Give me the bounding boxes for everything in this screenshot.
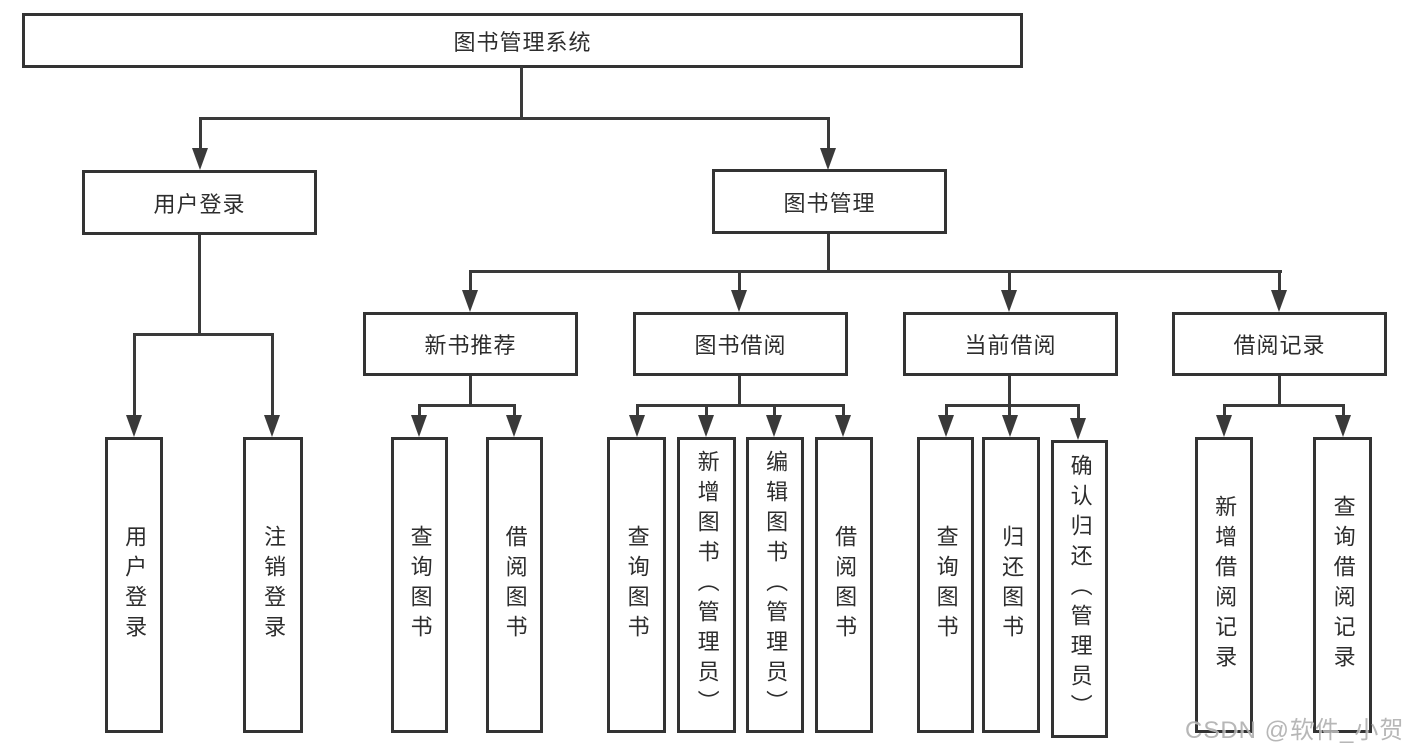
connector-vline bbox=[1278, 376, 1281, 406]
connector-arrowhead-down bbox=[766, 415, 782, 437]
connector-vline bbox=[945, 404, 948, 417]
node-borrowing-records: 借阅记录 bbox=[1172, 312, 1387, 376]
connector-vline bbox=[469, 270, 472, 292]
leaf-user-login: 用户登录 bbox=[105, 437, 163, 733]
leaf-query-books-borrowing-label: 查询图书 bbox=[624, 525, 650, 645]
connector-arrowhead-down bbox=[629, 415, 645, 437]
node-book-borrowing: 图书借阅 bbox=[633, 312, 848, 376]
leaf-confirm-return-admin: 确认归还（管理员） bbox=[1051, 440, 1108, 738]
csdn-watermark: CSDN @软件_小贺同学 bbox=[1185, 717, 1405, 744]
leaf-logout-label: 注销登录 bbox=[261, 525, 287, 645]
leaf-query-books-recommend: 查询图书 bbox=[391, 437, 448, 733]
leaf-edit-books-admin-label: 编辑图书（管理员） bbox=[763, 450, 789, 720]
connector-vline bbox=[705, 404, 708, 417]
connector-hline bbox=[1223, 404, 1344, 407]
connector-vline bbox=[513, 404, 516, 417]
node-user-login-label: 用户登录 bbox=[153, 191, 246, 217]
node-current-borrowing: 当前借阅 bbox=[903, 312, 1118, 376]
node-book-management: 图书管理 bbox=[712, 169, 947, 234]
leaf-add-borrow-record: 新增借阅记录 bbox=[1195, 437, 1253, 733]
leaf-query-borrow-record: 查询借阅记录 bbox=[1313, 437, 1372, 733]
connector-vline bbox=[842, 404, 845, 417]
connector-vline bbox=[738, 376, 741, 406]
connector-arrowhead-down bbox=[1002, 415, 1018, 437]
connector-vline bbox=[199, 117, 202, 150]
connector-vline bbox=[773, 404, 776, 417]
connector-arrowhead-down bbox=[462, 290, 478, 312]
connector-arrowhead-down bbox=[1335, 415, 1351, 437]
leaf-borrow-books-recommend: 借阅图书 bbox=[486, 437, 543, 733]
connector-arrowhead-down bbox=[731, 290, 747, 312]
connector-arrowhead-down bbox=[1001, 290, 1017, 312]
connector-arrowhead-down bbox=[264, 415, 280, 437]
connector-vline bbox=[1008, 270, 1011, 292]
node-current-borrowing-label: 当前借阅 bbox=[964, 333, 1057, 358]
node-book-borrowing-label: 图书借阅 bbox=[694, 333, 787, 358]
connector-vline bbox=[1077, 404, 1080, 420]
leaf-query-borrow-record-label: 查询借阅记录 bbox=[1330, 495, 1356, 675]
leaf-logout: 注销登录 bbox=[243, 437, 303, 733]
node-borrowing-records-label: 借阅记录 bbox=[1233, 333, 1326, 358]
leaf-query-books-current: 查询图书 bbox=[917, 437, 974, 733]
connector-hline bbox=[418, 404, 516, 407]
connector-vline bbox=[1008, 404, 1011, 417]
connector-arrowhead-down bbox=[835, 415, 851, 437]
connector-arrowhead-down bbox=[411, 415, 427, 437]
node-library-system-label: 图书管理系统 bbox=[453, 29, 592, 55]
node-book-management-label: 图书管理 bbox=[783, 190, 876, 216]
connector-arrowhead-down bbox=[192, 148, 208, 170]
leaf-confirm-return-admin-label: 确认归还（管理员） bbox=[1067, 454, 1093, 724]
connector-hline bbox=[199, 117, 830, 120]
connector-vline bbox=[520, 66, 523, 119]
connector-arrowhead-down bbox=[1070, 418, 1086, 440]
node-new-book-recommend: 新书推荐 bbox=[363, 312, 578, 376]
leaf-return-books-label: 归还图书 bbox=[999, 525, 1025, 645]
connector-vline bbox=[738, 270, 741, 292]
connector-vline bbox=[271, 333, 274, 417]
connector-arrowhead-down bbox=[938, 415, 954, 437]
connector-vline bbox=[827, 117, 830, 150]
leaf-edit-books-admin: 编辑图书（管理员） bbox=[746, 437, 804, 733]
connector-vline bbox=[198, 235, 201, 335]
connector-vline bbox=[133, 333, 136, 417]
node-library-system: 图书管理系统 bbox=[22, 13, 1023, 68]
connector-arrowhead-down bbox=[698, 415, 714, 437]
connector-vline bbox=[469, 376, 472, 406]
leaf-add-books-admin: 新增图书（管理员） bbox=[677, 437, 736, 733]
leaf-user-login-label: 用户登录 bbox=[122, 525, 148, 645]
connector-hline bbox=[469, 270, 1282, 273]
connector-vline bbox=[1223, 404, 1226, 417]
leaf-return-books: 归还图书 bbox=[982, 437, 1040, 733]
connector-arrowhead-down bbox=[126, 415, 142, 437]
leaf-query-books-current-label: 查询图书 bbox=[933, 525, 959, 645]
connector-arrowhead-down bbox=[506, 415, 522, 437]
connector-hline bbox=[133, 333, 274, 336]
connector-arrowhead-down bbox=[1271, 290, 1287, 312]
connector-vline bbox=[1342, 404, 1345, 417]
connector-vline bbox=[827, 234, 830, 273]
connector-hline bbox=[945, 404, 1079, 407]
leaf-borrow-books: 借阅图书 bbox=[815, 437, 873, 733]
connector-vline bbox=[1278, 270, 1281, 292]
leaf-query-books-borrowing: 查询图书 bbox=[607, 437, 666, 733]
leaf-add-books-admin-label: 新增图书（管理员） bbox=[694, 450, 720, 720]
leaf-query-books-recommend-label: 查询图书 bbox=[407, 525, 433, 645]
connector-arrowhead-down bbox=[820, 148, 836, 170]
leaf-add-borrow-record-label: 新增借阅记录 bbox=[1212, 495, 1238, 675]
leaf-borrow-books-label: 借阅图书 bbox=[832, 525, 858, 645]
connector-arrowhead-down bbox=[1216, 415, 1232, 437]
node-new-book-recommend-label: 新书推荐 bbox=[424, 333, 517, 358]
connector-hline bbox=[636, 404, 844, 407]
node-user-login: 用户登录 bbox=[82, 170, 317, 235]
connector-vline bbox=[1008, 376, 1011, 406]
connector-vline bbox=[418, 404, 421, 417]
connector-vline bbox=[636, 404, 639, 417]
leaf-borrow-books-recommend-label: 借阅图书 bbox=[502, 525, 528, 645]
